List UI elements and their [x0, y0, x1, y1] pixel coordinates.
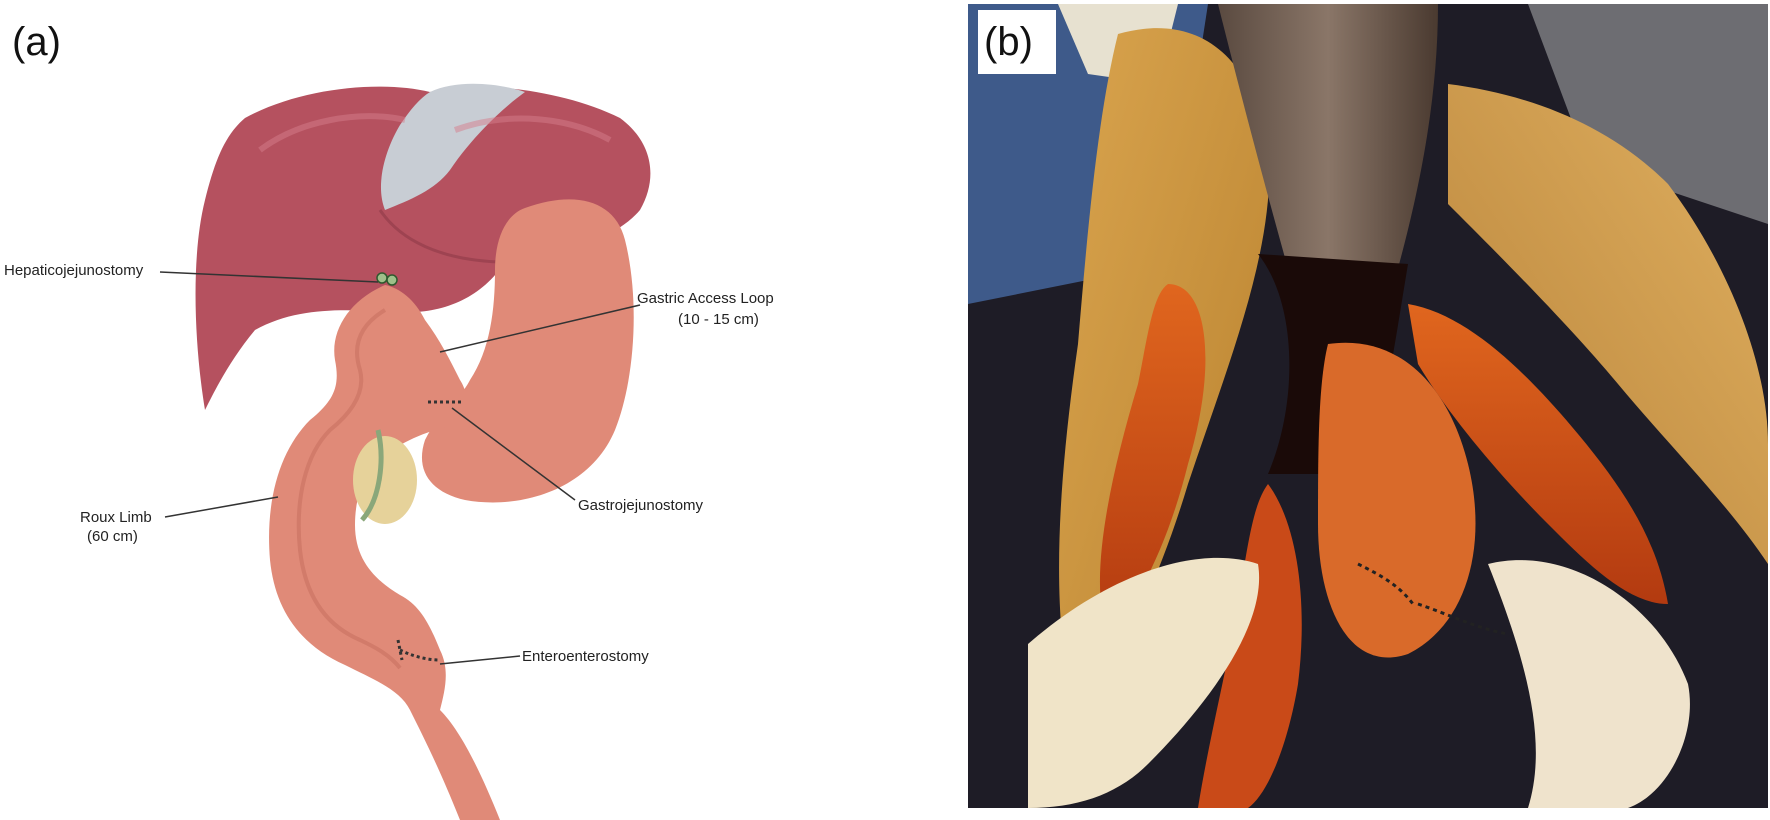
label-gastric-access-loop: Gastric Access Loop: [637, 290, 774, 307]
leader-enteroenterostomy: [439, 655, 521, 665]
surgical-photo: [968, 4, 1768, 808]
panel-b-letter: (b): [984, 20, 1033, 64]
bowel-loops: [269, 285, 500, 820]
label-roux-limb: Roux Limb: [80, 509, 152, 526]
leader-gastric-access-loop: [439, 304, 641, 353]
label-enteroenterostomy: Enteroenterostomy: [522, 648, 649, 665]
label-gastric-access-loop-length: (10 - 15 cm): [678, 311, 759, 328]
stomach-shape: [421, 199, 634, 503]
label-roux-limb-length: (60 cm): [87, 528, 138, 545]
panel-b-letter-box: [978, 10, 1056, 74]
label-gastrojejunostomy: Gastrojejunostomy: [578, 497, 704, 514]
hepaticojejunostomy-mark: [376, 272, 398, 286]
enteroenterostomy-sutures: [399, 648, 441, 662]
liver-shape: [195, 83, 651, 410]
leader-hepaticojejunostomy: [159, 271, 379, 283]
panel-a-illustration: (a): [4, 20, 774, 820]
panel-b-photo: (b): [968, 4, 1768, 808]
label-hepaticojejunostomy: Hepaticojejunostomy: [4, 262, 144, 279]
panel-a-letter: (a): [12, 20, 61, 64]
leader-roux-limb: [164, 496, 279, 518]
anatomy-diagram: [159, 83, 651, 820]
gallbladder-shape: [353, 429, 417, 524]
leader-gastrojejunostomy: [451, 407, 576, 501]
